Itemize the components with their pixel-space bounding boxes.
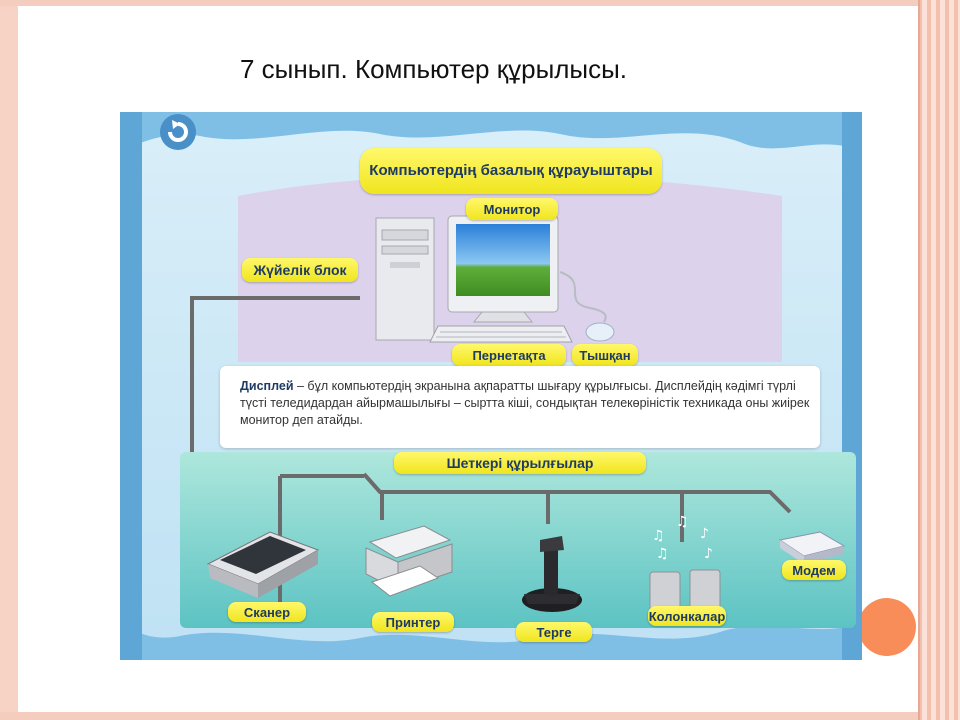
joystick-label: Терге: [516, 622, 592, 642]
display-info-box: Дисплей – бұл компьютердің экранына ақпа…: [220, 366, 820, 448]
svg-text:♪: ♪: [704, 546, 713, 562]
keyboard-illustration: [429, 325, 573, 343]
keyboard-label: Пернетақта: [452, 344, 566, 366]
slide-frame-bottom: [0, 712, 960, 720]
info-text: – бұл компьютердің экранына ақпаратты шы…: [240, 379, 810, 427]
scanner-illustration: [206, 531, 320, 598]
reload-icon: [160, 114, 196, 150]
mouse-illustration: [559, 271, 615, 342]
monitor-label: Монитор: [466, 198, 558, 220]
svg-text:♪: ♪: [700, 526, 709, 542]
printer-illustration: [365, 525, 453, 597]
scanner-label: Сканер: [228, 602, 306, 622]
slide-title: 7 сынып. Компьютер құрылысы.: [240, 54, 628, 84]
slide-frame-right-line: [918, 0, 920, 720]
computer-structure-diagram: ♫ ♫ ♪ ♫ ♪ Компьютердің базалық құрауышта…: [120, 112, 862, 660]
mouse-label: Тышқан: [572, 344, 638, 366]
panel-top-band: [120, 112, 862, 152]
modem-label: Модем: [782, 560, 846, 580]
peripherals-area: [180, 452, 856, 628]
peripherals-header-label: Шеткері құрылғылар: [394, 452, 646, 474]
modem-illustration: [778, 531, 846, 564]
printer-label: Принтер: [372, 612, 454, 632]
header-label: Компьютердің базалық құрауыштары: [360, 148, 662, 194]
panel-left-rail: [120, 112, 142, 660]
slide-frame-right-stripes: [918, 0, 960, 720]
panel-bottom-band: [120, 622, 862, 660]
monitor-illustration: [447, 215, 559, 323]
slide-frame-top: [0, 0, 960, 6]
system-unit-label: Жүйелік блок: [242, 258, 358, 282]
speakers-illustration: ♫ ♫ ♪ ♫ ♪: [649, 514, 721, 613]
svg-text:♫: ♫: [676, 514, 689, 530]
speakers-label: Колонкалар: [648, 606, 726, 626]
decorative-circle: [858, 598, 916, 656]
slide-frame-left: [0, 0, 18, 720]
info-term: Дисплей: [240, 379, 294, 393]
svg-text:♫: ♫: [656, 546, 669, 562]
svg-text:♫: ♫: [652, 528, 665, 544]
joystick-illustration: [522, 536, 582, 612]
system-unit-illustration: [375, 217, 435, 341]
